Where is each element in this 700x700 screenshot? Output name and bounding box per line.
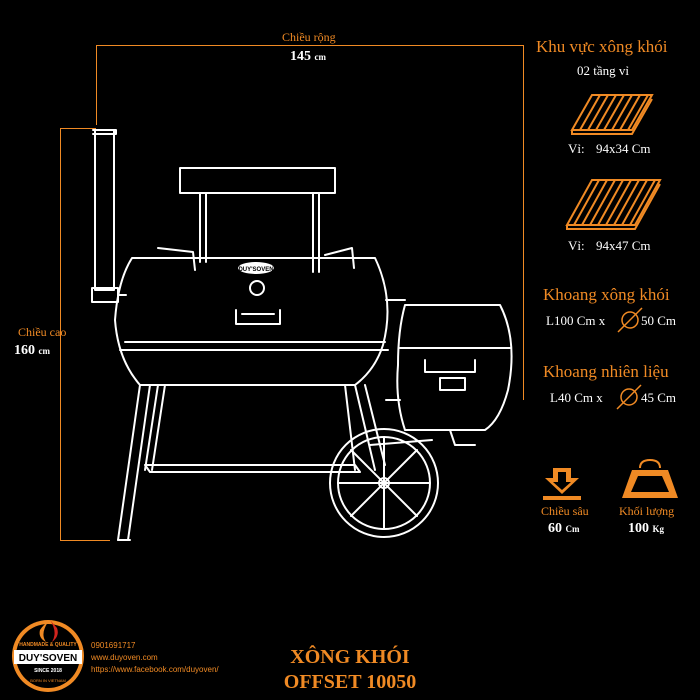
contact-website[interactable]: www.duyoven.com (91, 653, 158, 662)
wheel-spokes (337, 436, 431, 530)
contact-facebook[interactable]: https://www.facebook.com/duyoven/ (91, 665, 219, 674)
firebox (396, 304, 513, 431)
fuel-chamber-diameter: 45 Cm (641, 390, 677, 405)
logo-bottom-text: BORN IN VIETNAM (30, 678, 66, 683)
axle-bar (369, 439, 433, 446)
main-barrel (114, 257, 389, 386)
diameter-icon-2 (616, 384, 642, 410)
logo-name-text: DUY'SOVEN (19, 653, 78, 664)
grill-badge-text: DUY'SOVEN (238, 267, 273, 273)
height-label: Chiều cao (18, 325, 67, 339)
smoke-chamber-diameter: 50 Cm (641, 313, 677, 328)
lid-handle-arm-left (157, 247, 196, 271)
height-bottom-tick (60, 540, 110, 541)
diameter-icon-1 (617, 307, 643, 333)
smoke-area-subtitle: 02 tầng vỉ (577, 63, 629, 78)
height-value: 160 cm (14, 343, 50, 358)
smoke-chamber-length: L100 Cm x (546, 313, 606, 328)
top-shelf (179, 167, 336, 194)
rack-1-icon (570, 94, 654, 135)
leg-right-back (344, 384, 356, 471)
chimney-top (92, 129, 117, 135)
firebox-vent (439, 377, 466, 391)
width-label: Chiều rộng (282, 30, 336, 44)
shelf-support-right (312, 192, 320, 273)
height-dimension-line (60, 128, 61, 540)
product-name-line-1: XÔNG KHÓI (290, 646, 410, 668)
depth-icon (543, 468, 581, 500)
thermometer-gauge (249, 280, 265, 296)
bottom-shelf (144, 464, 361, 473)
rack-1-label: Vỉ: (568, 141, 585, 156)
leg-left-back (144, 384, 166, 471)
smoke-chamber-title: Khoang xông khói (543, 285, 670, 304)
weight-icon (622, 458, 678, 498)
weight-label: Khối lượng (619, 504, 675, 518)
wheel-outer (329, 428, 439, 538)
logo-since-text: SINCE 2018 (34, 668, 62, 674)
firebox-leg (449, 429, 476, 446)
lid-handle-arm-right (324, 247, 355, 269)
smoke-area-title: Khu vực xông khói (536, 37, 668, 56)
rack-2-label: Vỉ: (568, 238, 585, 253)
depth-label: Chiều sâu (541, 504, 589, 518)
leg-left-front (117, 384, 151, 541)
firebox-handle (424, 359, 476, 373)
product-name-line-2: OFFSET 10050 (283, 671, 417, 693)
fuel-chamber-title: Khoang nhiên liệu (543, 362, 669, 381)
shelf-support-left (199, 192, 207, 263)
rack-2-size: 94x47 Cm (596, 238, 651, 253)
chimney (94, 129, 115, 291)
contact-phone: 0901691717 (91, 641, 136, 650)
depth-value: 60 Cm (548, 521, 580, 536)
leg-right-front (354, 384, 386, 471)
fuel-chamber-length: L40 Cm x (550, 390, 603, 405)
brand-logo (12, 620, 84, 692)
width-value: 145 cm (290, 49, 326, 64)
width-dimension-line (96, 45, 524, 46)
logo-top-text: HANDMADE & QUALITY (19, 642, 77, 648)
rack-2-icon (565, 179, 662, 230)
width-right-tick (523, 45, 524, 400)
rack-1-size: 94x34 Cm (596, 141, 651, 156)
height-top-tick (60, 128, 96, 129)
firebox-connector (385, 299, 406, 401)
weight-value: 100 Kg (628, 521, 665, 536)
width-left-tick (96, 45, 97, 125)
grill-badge-bg (238, 262, 274, 274)
lid-handle (235, 309, 281, 325)
